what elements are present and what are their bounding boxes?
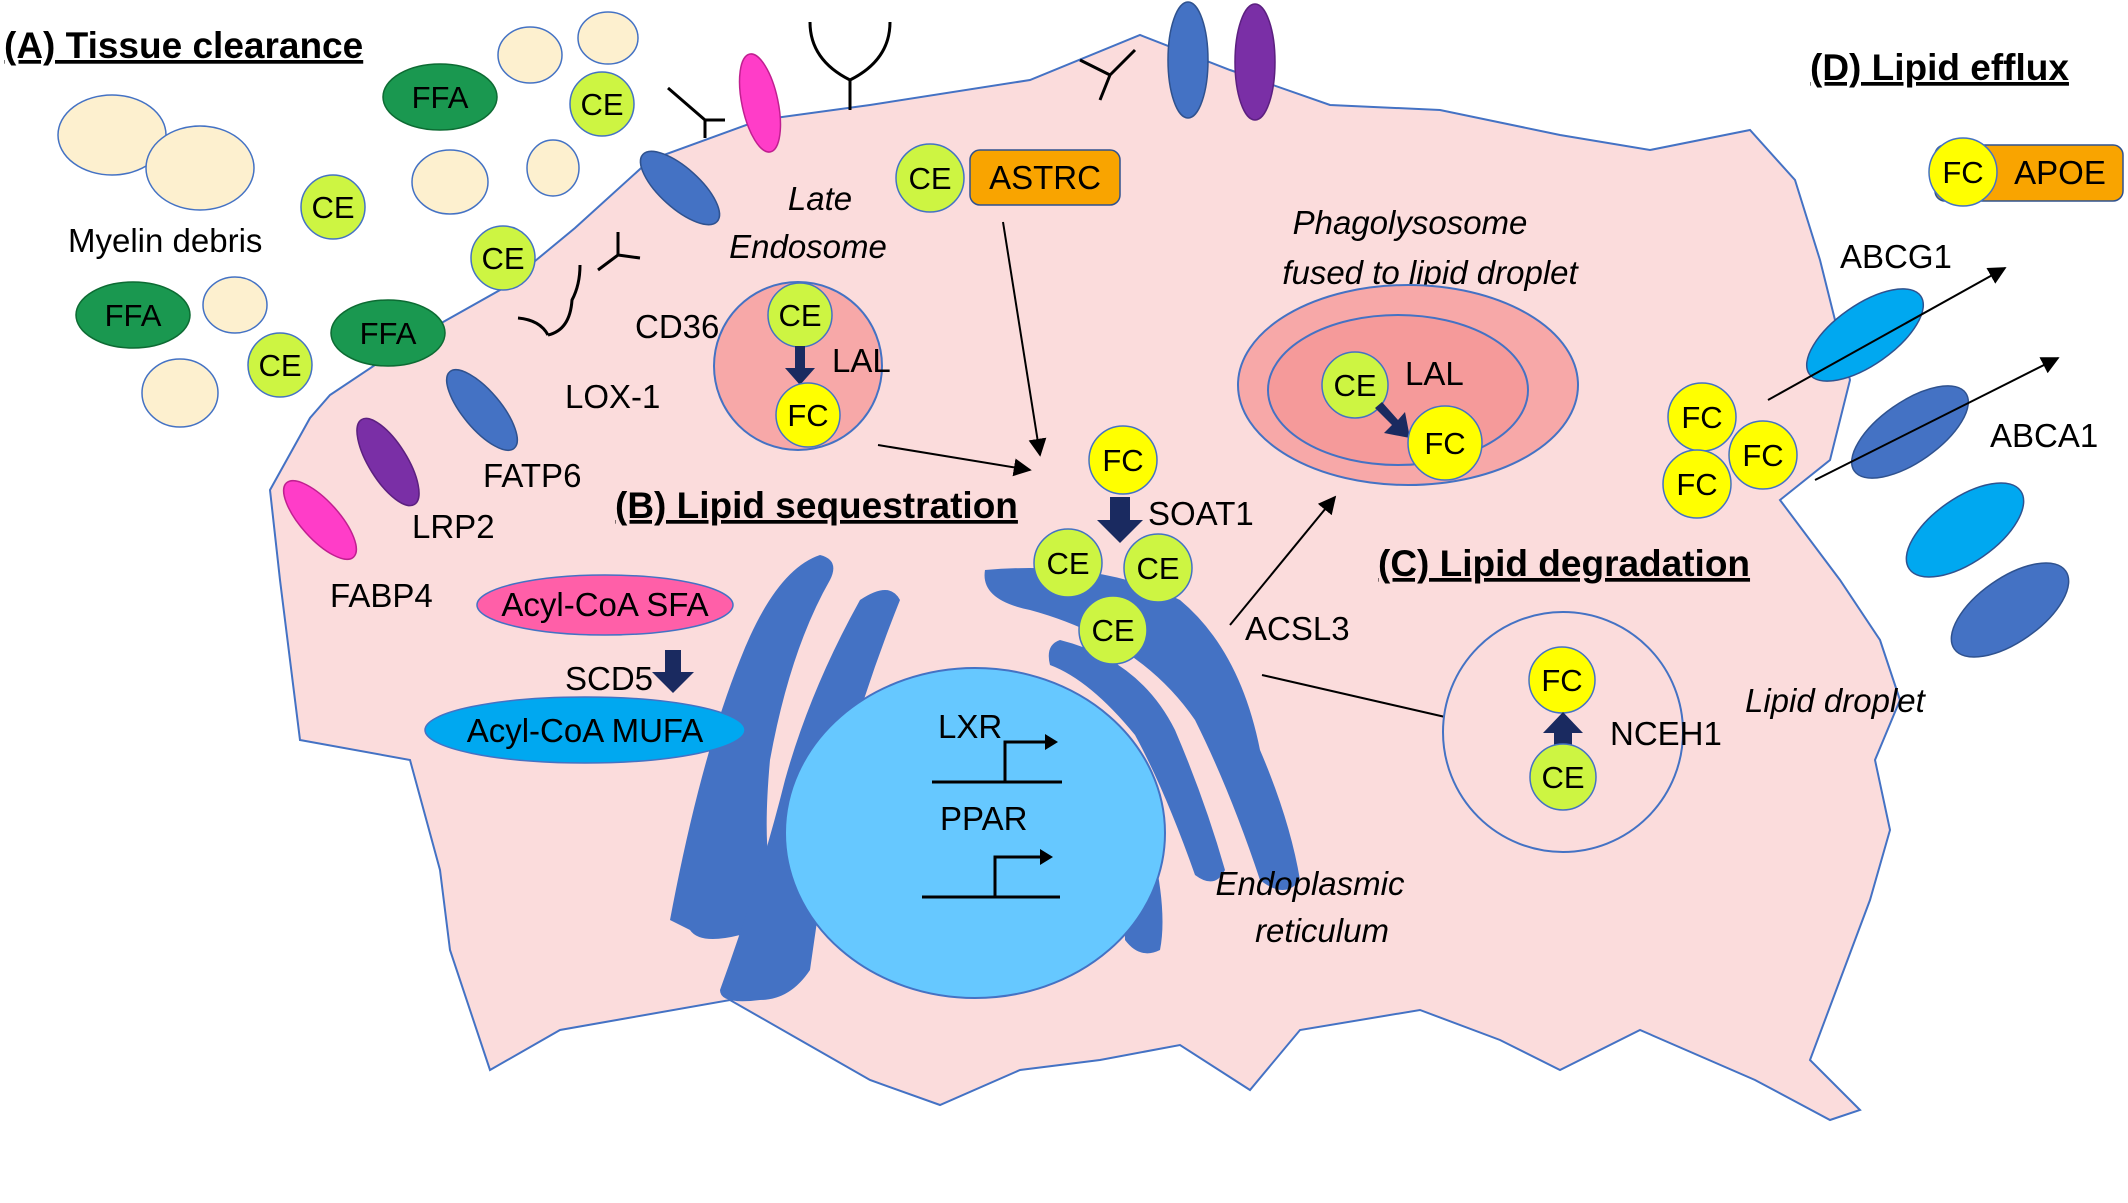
label-abca1: ABCA1: [1990, 417, 2098, 454]
label-acsl3: ACSL3: [1245, 610, 1350, 647]
svg-text:FC: FC: [1742, 438, 1783, 473]
svg-text:FC: FC: [1676, 467, 1717, 502]
section-b-title: (B) Lipid sequestration: [615, 485, 1018, 526]
myelin-debris: [57, 11, 639, 428]
nucleus: LXR PPAR: [784, 667, 1166, 999]
label-lipid-droplet: Lipid droplet: [1745, 682, 1927, 719]
svg-text:CE: CE: [1091, 613, 1134, 648]
svg-text:PPAR: PPAR: [940, 800, 1027, 837]
svg-text:CE: CE: [778, 298, 821, 333]
svg-text:CE: CE: [1541, 760, 1584, 795]
svg-text:FC: FC: [1102, 443, 1143, 478]
extracellular-molecules: FFA FFA FFA CE CE CE CE: [75, 63, 635, 398]
acyl-coa-sfa: Acyl-CoA SFA: [476, 574, 734, 636]
label-er-2: reticulum: [1255, 912, 1389, 949]
label-lrp2: LRP2: [412, 508, 495, 545]
ce-astrc-complex: ASTRC CE: [895, 143, 1121, 213]
svg-text:LAL: LAL: [832, 342, 891, 379]
section-a-title: (A) Tissue clearance: [4, 25, 363, 66]
label-fatp6: FATP6: [483, 457, 581, 494]
y-receptors: [517, 21, 1137, 337]
svg-text:CE: CE: [258, 348, 301, 383]
svg-text:SOAT1: SOAT1: [1148, 495, 1254, 532]
label-er-1: Endoplasmic: [1216, 865, 1405, 902]
svg-text:CE: CE: [908, 161, 951, 196]
section-c-title: (C) Lipid degradation: [1378, 543, 1750, 584]
fc-apoe-complex: APOE FC: [1928, 137, 2124, 207]
acyl-coa-mufa: Acyl-CoA MUFA: [424, 696, 746, 764]
late-endosome: CE FC LAL: [713, 281, 891, 451]
svg-text:FC: FC: [1681, 400, 1722, 435]
receptor-fatp6: [445, 369, 519, 451]
svg-text:Acyl-CoA MUFA: Acyl-CoA MUFA: [467, 712, 704, 749]
svg-text:Acyl-CoA SFA: Acyl-CoA SFA: [501, 586, 708, 623]
receptor-cd36: [639, 150, 721, 226]
transporter-abcg1: [1805, 288, 1925, 382]
svg-text:LAL: LAL: [1405, 355, 1464, 392]
section-d-title: (D) Lipid efflux: [1810, 47, 2069, 88]
label-myelin-debris: Myelin debris: [68, 222, 262, 259]
label-lox1: LOX-1: [565, 378, 660, 415]
transporter-dark: [1950, 562, 2070, 658]
svg-text:CE: CE: [311, 190, 354, 225]
receptor-purple-top: [1234, 3, 1276, 121]
svg-text:CE: CE: [481, 241, 524, 276]
ce-out-1: CE: [569, 71, 635, 137]
receptor-blue-top: [1167, 1, 1209, 119]
svg-text:FFA: FFA: [360, 316, 417, 351]
label-abcg1: ABCG1: [1840, 238, 1952, 275]
svg-text:FC: FC: [787, 398, 828, 433]
svg-text:LXR: LXR: [938, 708, 1002, 745]
ce-out-3: CE: [470, 225, 536, 291]
svg-text:APOE: APOE: [2014, 154, 2106, 191]
svg-text:FC: FC: [1541, 663, 1582, 698]
label-late-endosome-1: Late: [788, 180, 852, 217]
fc-efflux-cluster: FC FC FC: [1662, 382, 1798, 519]
label-cd36: CD36: [635, 308, 719, 345]
label-late-endosome-2: Endosome: [729, 228, 887, 265]
svg-text:NCEH1: NCEH1: [1610, 715, 1722, 752]
svg-text:FC: FC: [1942, 155, 1983, 190]
ffa-1: FFA: [382, 63, 498, 131]
label-phago-1: Phagolysosome: [1293, 204, 1528, 241]
svg-text:FFA: FFA: [412, 80, 469, 115]
ffa-2: FFA: [75, 281, 191, 349]
svg-text:CE: CE: [1046, 546, 1089, 581]
label-phago-2: fused to lipid droplet: [1282, 254, 1579, 291]
label-fabp4: FABP4: [330, 577, 433, 614]
ce-out-2: CE: [300, 174, 366, 240]
label-scd5: SCD5: [565, 660, 653, 697]
ce-out-4: CE: [247, 332, 313, 398]
receptor-lrp2: [356, 417, 420, 507]
svg-text:CE: CE: [1136, 551, 1179, 586]
scd5-arrow: [652, 650, 694, 693]
lipid-droplet: FC CE NCEH1: [1442, 611, 1722, 853]
phagolysosome: CE FC LAL: [1237, 284, 1579, 486]
svg-text:FC: FC: [1424, 426, 1465, 461]
svg-text:ASTRC: ASTRC: [989, 159, 1101, 196]
receptor-fabp4: [282, 479, 358, 561]
svg-text:CE: CE: [1333, 368, 1376, 403]
receptor-pink-top: [738, 53, 782, 153]
transporter-light: [1905, 482, 2025, 578]
svg-text:CE: CE: [580, 87, 623, 122]
svg-text:FFA: FFA: [105, 298, 162, 333]
soat1-cluster: FC SOAT1 CE CE CE: [1033, 425, 1254, 665]
ffa-3: FFA: [330, 299, 446, 367]
